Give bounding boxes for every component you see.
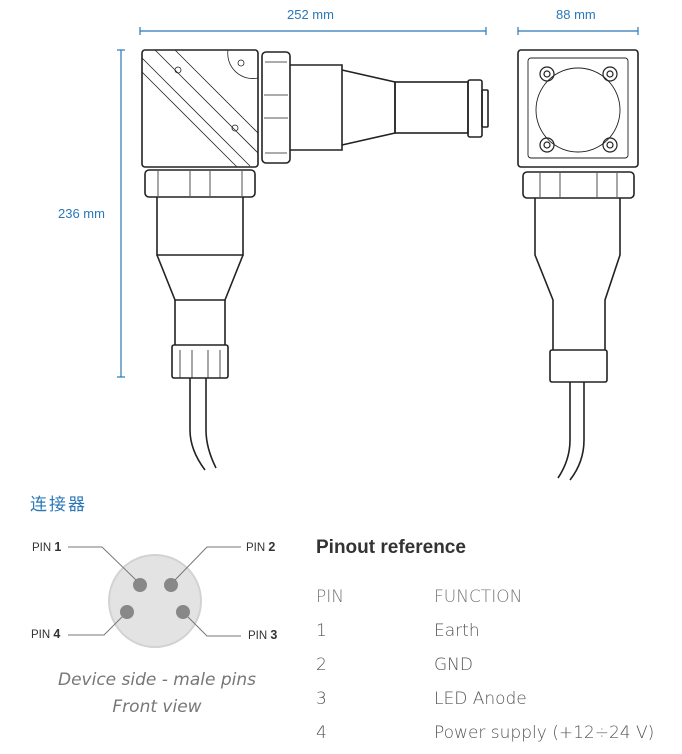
pin-number: 3 (316, 689, 327, 709)
pin-function: GND (434, 655, 473, 675)
pin-function: Earth (434, 621, 480, 641)
pin-2-dot (164, 578, 178, 592)
side-view (141, 49, 489, 471)
pin-4-dot (120, 605, 134, 619)
height-dimension-label: 236 mm (58, 206, 105, 221)
pin-1-label: PIN 1 (32, 540, 62, 554)
pinout-title: Pinout reference (316, 537, 466, 558)
connector-caption-view: Front view (112, 697, 202, 717)
connector-section-title: 连接器 (30, 495, 87, 514)
front-view (517, 49, 639, 481)
pin-number: 2 (316, 655, 327, 675)
depth-dimension-label: 88 mm (556, 7, 596, 22)
pin-column-header: PIN (316, 587, 344, 607)
pin-1-dot (133, 578, 147, 592)
pin-2-label: PIN 2 (246, 540, 276, 554)
pin-4-label: PIN 4 (31, 627, 61, 641)
dimension-lines (117, 27, 639, 378)
pin-function: LED Anode (434, 689, 527, 709)
pin-number: 4 (316, 723, 327, 743)
connector-diagram (68, 546, 241, 648)
width-dimension-label: 252 mm (287, 7, 334, 22)
connector-caption-side: Device side - male pins (57, 670, 257, 690)
function-column-header: FUNCTION (434, 587, 523, 607)
pin-3-label: PIN 3 (248, 628, 278, 642)
pin-3-dot (176, 605, 190, 619)
pin-number: 1 (316, 621, 327, 641)
pin-function: Power supply (+12÷24 V) (434, 723, 655, 743)
